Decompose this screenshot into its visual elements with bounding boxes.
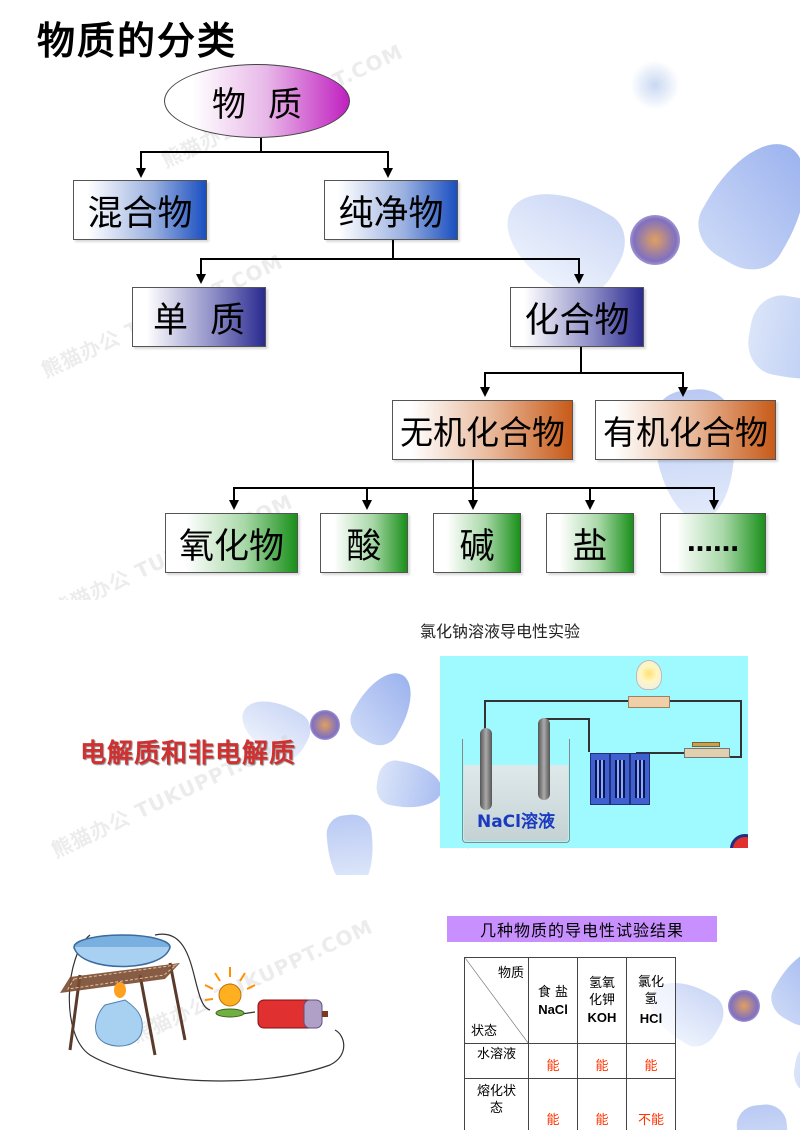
column-formula: HCl (639, 1011, 663, 1026)
column-name: 氢氧 (588, 976, 615, 991)
connector (200, 258, 580, 260)
node-base: 碱 (433, 513, 521, 573)
row-label: 熔化状 (476, 1084, 516, 1099)
arrow-down-icon (709, 500, 719, 510)
node-mixture: 混合物 (73, 180, 207, 240)
connector (580, 347, 582, 373)
electrode (538, 718, 550, 800)
node-compound: 化合物 (510, 287, 644, 347)
connector (140, 151, 142, 169)
switch-lever (692, 742, 720, 747)
connector (233, 487, 235, 501)
node-salt: 盐 (546, 513, 634, 573)
arrow-down-icon (678, 387, 688, 397)
connector (260, 138, 262, 152)
flower-decoration (488, 120, 800, 523)
connector (484, 372, 486, 388)
switch-icon (684, 748, 730, 758)
arrow-down-icon (383, 168, 393, 178)
node-acid: 酸 (320, 513, 408, 573)
beaker-label: NaCl溶液 (476, 812, 555, 832)
flower-decoration-small (630, 60, 680, 110)
nacl-conductivity-diagram: NaCl溶液 (440, 656, 748, 848)
flower-decoration (231, 660, 446, 875)
connector (387, 151, 389, 169)
node-matter: 物质 (164, 64, 350, 138)
arrow-down-icon (585, 500, 595, 510)
beaker: NaCl溶液 (462, 739, 570, 843)
molten-salt-apparatus-illustration (60, 933, 345, 1082)
connector (366, 487, 368, 501)
column-name: 食 盐 (537, 984, 569, 1000)
table-row: 水溶液 能 能 能 (464, 1043, 676, 1079)
arrow-down-icon (229, 500, 239, 510)
connector (472, 460, 474, 488)
row-label: 态 (489, 1101, 503, 1116)
arrow-down-icon (574, 274, 584, 284)
connector (200, 258, 202, 275)
row-header-aqueous: 水溶液 (464, 1043, 529, 1079)
light-bulb-icon (636, 660, 662, 690)
table-cell: 能 (577, 1043, 627, 1079)
page-title: 物质的分类 (37, 19, 238, 63)
arrow-down-icon (362, 500, 372, 510)
bulb-holder (628, 696, 670, 708)
row-label: 水溶液 (476, 1047, 516, 1062)
table-cell: 能 (626, 1043, 676, 1079)
connector (233, 487, 715, 489)
connector (392, 240, 394, 260)
node-organic-compound: 有机化合物 (595, 400, 776, 460)
column-formula: KOH (587, 1010, 617, 1025)
arrow-down-icon (196, 274, 206, 284)
corner-header-cell: 物质 状态 (464, 957, 529, 1044)
column-name: 氯化 (637, 975, 664, 990)
slide-classification-of-matter: 熊猫办公 TUKUPPT.COM 熊猫办公 TUKUPPT.COM 熊猫办公 T… (37, 19, 800, 600)
column-name: 化钾 (588, 993, 615, 1008)
battery-icon (610, 753, 630, 805)
electrode (480, 728, 492, 810)
node-oxide: 氧化物 (165, 513, 298, 573)
conductivity-results-table: 物质 状态 食 盐 NaCl 氢氧 化钾 KOH 氯化 氢 HCl 水溶液 能 (464, 957, 676, 1130)
node-pure-substance: 纯净物 (324, 180, 458, 240)
table-cell: 能 (577, 1078, 627, 1130)
decorative-disc (730, 834, 748, 848)
connector (578, 258, 580, 275)
column-header-koh: 氢氧 化钾 KOH (577, 957, 627, 1044)
experiment-title: 氯化钠溶液导电性实验 (420, 622, 581, 641)
node-element: 单质 (132, 287, 266, 347)
corner-label-state: 状态 (471, 1024, 498, 1039)
table-header-row: 物质 状态 食 盐 NaCl 氢氧 化钾 KOH 氯化 氢 HCl (464, 957, 676, 1044)
slide-conductivity-results: 熊猫办公 TUKUPPT.COM 几种物 (0, 875, 800, 1130)
battery-icon (630, 753, 650, 805)
column-header-nacl: 食 盐 NaCl (528, 957, 578, 1044)
table-cell: 能 (528, 1078, 578, 1130)
connector (484, 372, 684, 374)
table-cell: 不能 (626, 1078, 676, 1130)
table-row: 熔化状 态 能 能 不能 (464, 1078, 676, 1130)
connector (713, 487, 715, 501)
battery-icon (590, 753, 610, 805)
arrow-down-icon (480, 387, 490, 397)
slide-electrolytes: 熊猫办公 TUKUPPT.COM 熊猫办公 TUKUPPT.COM 电解质和非电… (0, 600, 800, 875)
section-title: 电解质和非电解质 (80, 739, 297, 769)
corner-label-substance: 物质 (497, 966, 524, 981)
connector (682, 372, 684, 388)
column-formula: NaCl (538, 1001, 568, 1017)
table-caption: 几种物质的导电性试验结果 (447, 916, 717, 942)
flower-decoration (638, 935, 800, 1130)
connector (472, 487, 474, 501)
arrow-down-icon (136, 168, 146, 178)
column-header-hcl: 氯化 氢 HCl (626, 957, 676, 1044)
node-etc: …… (660, 513, 766, 573)
connector (140, 151, 389, 153)
node-inorganic-compound: 无机化合物 (392, 400, 573, 460)
connector (589, 487, 591, 501)
row-header-molten: 熔化状 态 (464, 1078, 529, 1130)
arrow-down-icon (468, 500, 478, 510)
table-cell: 能 (528, 1043, 578, 1079)
column-name: 氢 (644, 992, 658, 1007)
